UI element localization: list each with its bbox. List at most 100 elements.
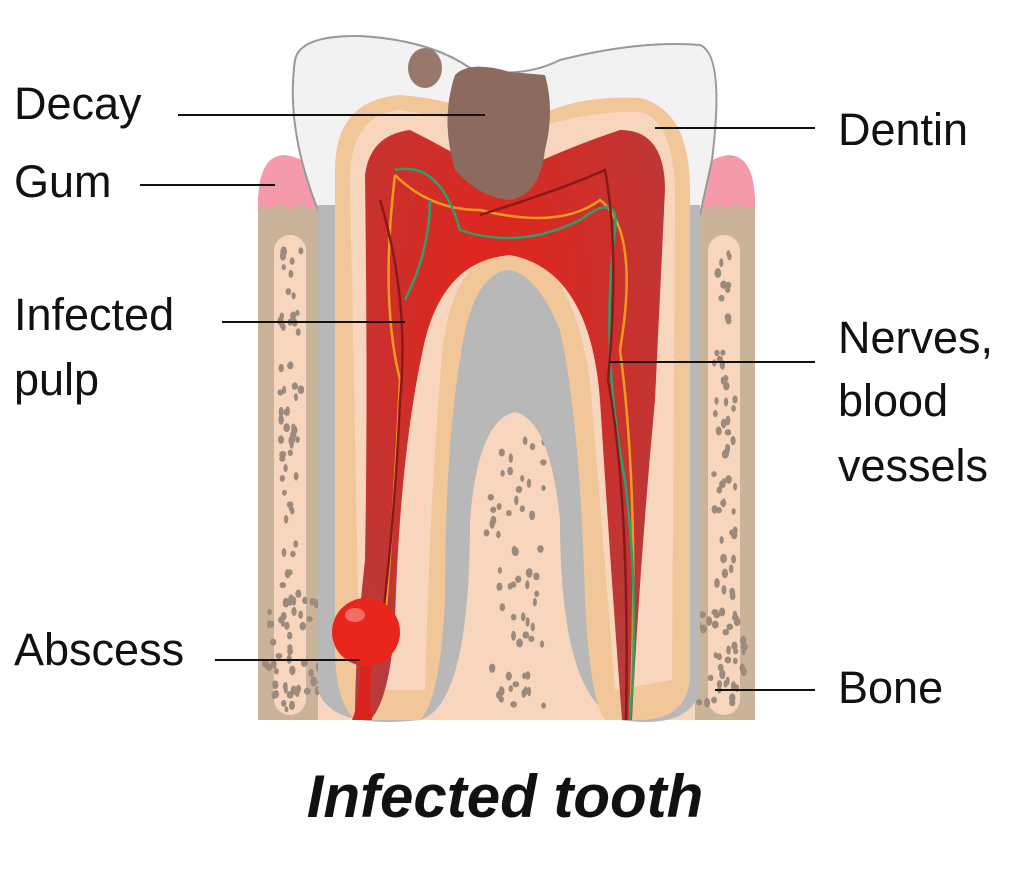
bone-pore	[281, 548, 287, 557]
bone-pore	[714, 578, 720, 588]
bone-pore	[490, 506, 497, 513]
label-infected-pulp-line1: Infected	[14, 289, 175, 340]
bone-pore	[741, 646, 746, 656]
bone-pore	[272, 680, 279, 690]
bone-pore	[283, 464, 288, 473]
bone-pore	[295, 309, 300, 316]
bone-pore	[713, 652, 718, 659]
label-bone: Bone	[838, 662, 944, 713]
bone-pore	[532, 597, 537, 607]
bone-pore	[291, 606, 297, 617]
bone-pore	[275, 653, 283, 660]
bone-pore	[293, 540, 299, 548]
bone-pore	[732, 395, 738, 404]
bone-pore	[515, 575, 522, 583]
bone-pore	[522, 672, 527, 680]
leader-lines	[140, 114, 815, 691]
bone-pore	[529, 443, 536, 451]
bone-pore	[273, 668, 279, 675]
bone-pore	[279, 474, 285, 482]
bone-pore	[500, 470, 505, 477]
bone-pore	[522, 631, 530, 639]
bone-pore	[297, 385, 305, 394]
bone-pore	[730, 435, 736, 446]
label-dentin: Dentin	[838, 104, 969, 155]
bone-pore	[288, 269, 294, 278]
bone-pore	[269, 620, 275, 628]
bone-pore	[303, 687, 311, 695]
bone-pore	[293, 393, 298, 402]
bone-pore	[541, 484, 546, 492]
bone-pore	[298, 610, 303, 619]
bone-pore	[713, 410, 718, 418]
bone-pore	[306, 615, 313, 623]
bone-pore	[711, 696, 718, 704]
bone-pore	[289, 665, 296, 676]
bone-pore	[696, 698, 703, 706]
bone-pore	[725, 475, 732, 484]
bone-pore	[720, 418, 727, 429]
bone-pore	[498, 695, 504, 703]
bone-pore	[716, 355, 723, 363]
bone-pore	[279, 251, 287, 261]
bone-pore	[540, 459, 547, 466]
bone-pore	[728, 564, 734, 574]
bone-pore	[516, 638, 523, 648]
bone-pore	[271, 691, 277, 699]
bone-pore	[290, 550, 296, 558]
bone-pore	[289, 700, 295, 711]
bone-pore	[281, 489, 287, 496]
bone-pore	[525, 671, 531, 680]
bone-pore	[719, 536, 724, 544]
bone-pore	[724, 313, 732, 322]
bone-pore	[291, 596, 297, 606]
bone-pore	[287, 596, 293, 606]
bone-pore	[508, 453, 513, 463]
bone-pore	[731, 508, 736, 515]
nerves-blood-vessels	[378, 167, 636, 721]
bone-pore	[721, 498, 726, 508]
bone-pore	[733, 647, 739, 655]
bone-pore	[726, 623, 734, 631]
bone-pore	[541, 702, 547, 709]
bone-pore	[726, 645, 731, 655]
bone-pore	[729, 529, 735, 536]
bone-pore	[740, 635, 747, 646]
bone-pore	[711, 608, 719, 616]
bone-pore	[269, 638, 277, 646]
bone-pore	[521, 689, 526, 698]
bone-pore	[483, 529, 490, 537]
bone-pore	[499, 603, 506, 612]
label-nerves-line2: blood	[838, 375, 949, 426]
bone-pore	[283, 423, 290, 433]
bone-pore	[730, 681, 737, 691]
bone-pore	[267, 608, 272, 616]
bone-pore	[498, 448, 505, 457]
bone-pore	[295, 589, 302, 598]
bone-pore	[285, 288, 292, 296]
bone-pore	[716, 680, 723, 689]
bone-pore	[278, 435, 285, 444]
bone-pore	[298, 247, 304, 255]
bone-pore	[279, 582, 287, 589]
bone-pore	[291, 292, 296, 300]
bone-pore	[721, 585, 727, 595]
bone-pore	[525, 617, 530, 627]
bone-pore	[534, 590, 540, 598]
bone-pore	[539, 640, 545, 648]
bone-pore	[740, 667, 747, 677]
bone-pore	[283, 408, 289, 416]
bone-pore	[714, 349, 720, 357]
bone-pore	[714, 268, 722, 278]
bone-pore	[507, 582, 513, 590]
bone-pore	[723, 381, 730, 391]
bone-pore	[718, 607, 726, 617]
bone-pore	[519, 505, 526, 513]
bone-pore	[731, 641, 738, 651]
bone-pore	[720, 553, 727, 564]
bone-pore	[700, 624, 707, 634]
bone-pore	[725, 415, 731, 426]
bone-pore	[723, 397, 729, 407]
bone-pore	[732, 657, 738, 665]
bone-pore	[724, 429, 732, 436]
